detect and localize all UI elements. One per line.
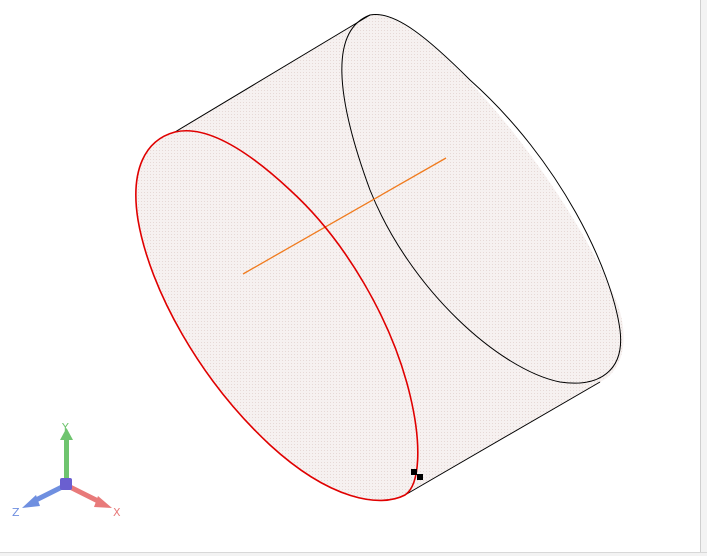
top-silhouette-line[interactable] [174,14,371,133]
orientation-triad: Y X Z [12,421,121,519]
viewport-right-edge [700,0,707,556]
viewport-bottom-edge [0,552,707,556]
grip-handle-2[interactable] [417,474,423,480]
back-cap-edge[interactable] [341,13,622,384]
cylinder-body[interactable] [135,14,624,501]
triad-origin [60,478,72,490]
front-cap-edge-selected[interactable] [135,130,419,502]
x-axis-arrowhead [94,496,112,508]
bottom-silhouette-line[interactable] [404,381,601,496]
cylinder-axis-line[interactable] [242,157,447,275]
z-axis-arrowhead [22,495,40,508]
x-axis-label: X [113,506,121,519]
z-axis-label: Z [12,506,20,519]
y-axis-shaft [64,438,69,484]
x-axis-shaft [66,483,104,506]
y-axis-arrowhead [60,428,73,440]
y-axis-label: Y [61,421,69,434]
grip-handle[interactable] [411,469,417,475]
